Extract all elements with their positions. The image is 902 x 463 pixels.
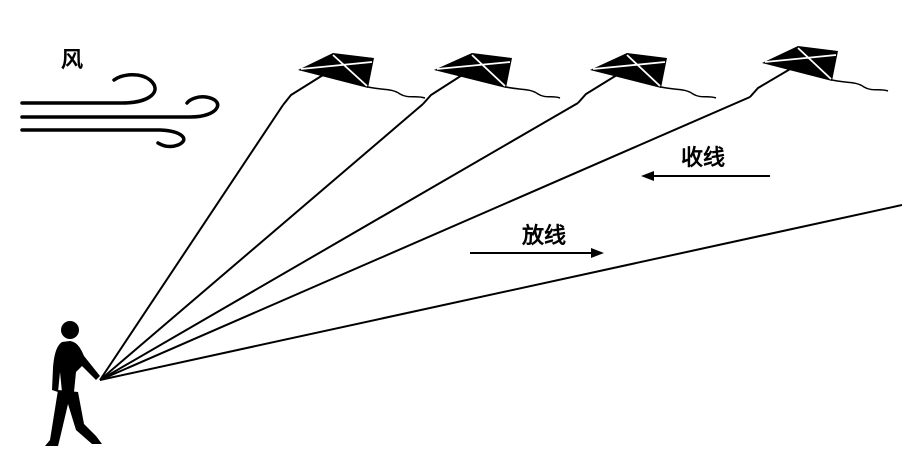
- kite-string-1: [99, 104, 284, 381]
- reel-in-arrow: [641, 171, 770, 181]
- kite-strings: [99, 96, 902, 381]
- diamond-kite-icon: [749, 46, 889, 98]
- diamond-kite-icon: [282, 53, 426, 106]
- kite-string-3: [99, 102, 579, 381]
- kite-string-4: [99, 96, 751, 381]
- wind-label: 风: [61, 48, 84, 73]
- kite-string-2: [99, 103, 424, 381]
- let-out-arrow: [470, 248, 604, 258]
- wind-gust-icon: [20, 73, 220, 149]
- diamond-kite-icon: [422, 53, 561, 105]
- reel-in-label: 收线: [681, 146, 726, 171]
- kites: [282, 46, 889, 106]
- diamond-kite-icon: [577, 53, 717, 104]
- let-out-label: 放线: [522, 224, 567, 249]
- walking-person-icon: [45, 321, 102, 446]
- kite-string-5: [99, 204, 902, 381]
